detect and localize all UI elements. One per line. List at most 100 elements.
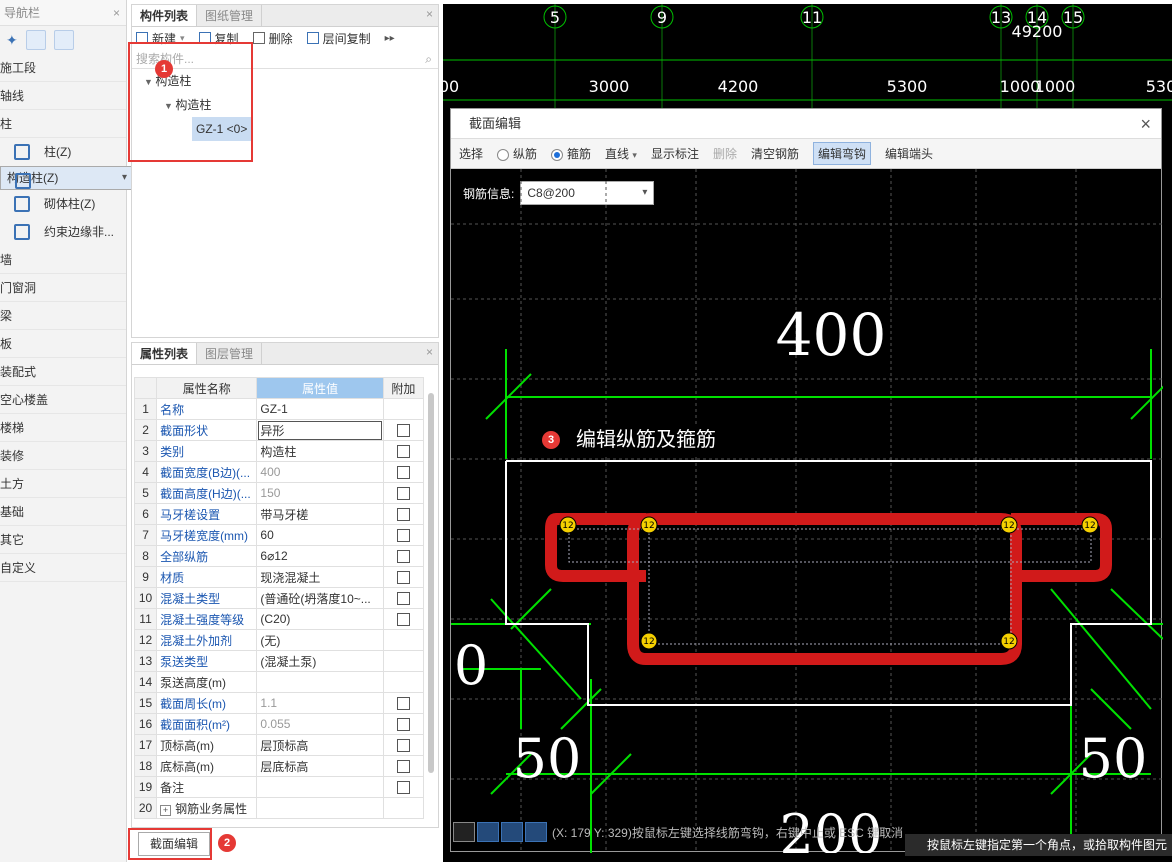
component-panel-close-icon[interactable]: × — [425, 7, 433, 21]
edit-hook-button[interactable]: 编辑弯钩 — [812, 142, 871, 165]
nav-section[interactable]: 楼梯 — [0, 414, 126, 442]
property-value[interactable]: 400 — [256, 461, 384, 483]
nav-section[interactable]: 空心楼盖 — [0, 386, 126, 414]
checkbox[interactable] — [396, 466, 410, 480]
search-icon[interactable]: ⌕ — [425, 52, 432, 66]
checkbox[interactable] — [396, 613, 410, 627]
checkbox[interactable] — [396, 508, 410, 522]
longitudinal-radio[interactable]: 纵筋 — [497, 145, 537, 162]
show-label-button[interactable]: 显示标注 — [650, 147, 699, 161]
property-panel-close-icon[interactable]: × — [425, 345, 433, 359]
floor-copy-button[interactable]: 层间复制 — [306, 30, 371, 47]
nav-section[interactable]: 梁 — [0, 302, 126, 330]
tab-component-list[interactable]: 构件列表 — [132, 5, 198, 26]
view-tool-2-icon[interactable] — [477, 822, 499, 842]
component-search-input[interactable]: 搜索构件... ⌕ — [132, 49, 438, 69]
property-value[interactable]: (混凝土泵) — [256, 650, 384, 672]
property-value[interactable]: 异形 — [256, 419, 384, 441]
property-value[interactable]: 现浇混凝土 — [256, 566, 384, 588]
property-value[interactable]: (C20) — [256, 608, 384, 630]
property-value[interactable]: 150 — [256, 482, 384, 504]
line-dropdown[interactable]: 直线 ▾ — [605, 147, 637, 161]
section-edit-button[interactable]: 截面编辑 — [138, 832, 210, 856]
property-value[interactable] — [256, 797, 384, 819]
property-value[interactable]: 1.1 — [256, 692, 384, 714]
property-value[interactable]: (无) — [256, 629, 384, 651]
tree-item-gz1[interactable]: GZ-1 <0> — [192, 117, 252, 141]
edit-end-button[interactable]: 编辑端头 — [885, 147, 934, 161]
checkbox[interactable] — [396, 781, 410, 795]
property-scrollbar[interactable] — [428, 393, 434, 773]
nav-section[interactable]: 门窗洞 — [0, 274, 126, 302]
nav-section[interactable]: 自定义 — [0, 554, 126, 582]
list-view-icon[interactable] — [25, 30, 46, 50]
pin-icon[interactable]: ✦ — [6, 31, 18, 48]
stirrup-radio[interactable]: 箍筋 — [551, 145, 591, 162]
section-canvas[interactable]: 12 12 12 12 12 12 400 50 50 200 0 — [451, 169, 1163, 853]
checkbox[interactable] — [396, 718, 410, 732]
nav-item[interactable]: 柱(Z) — [0, 138, 126, 166]
property-value[interactable] — [256, 671, 384, 693]
property-value[interactable]: 构造柱 — [256, 440, 384, 462]
nav-section[interactable]: 板 — [0, 330, 126, 358]
nav-section[interactable]: 轴线 — [0, 82, 126, 110]
delete-rebar-button[interactable]: 删除 — [712, 147, 737, 161]
more-icon[interactable]: ▸▸ — [384, 32, 395, 44]
tree-node-level2[interactable]: ▼ 构造柱 — [164, 98, 212, 112]
view-tool-4-icon[interactable] — [525, 822, 547, 842]
checkbox[interactable] — [396, 445, 410, 459]
clear-rebar-button[interactable]: 清空钢筋 — [750, 147, 799, 161]
view-tool-1-icon[interactable] — [453, 822, 475, 842]
property-value[interactable]: 带马牙槎 — [256, 503, 384, 525]
checkbox[interactable] — [396, 424, 410, 438]
select-button[interactable]: 选择 — [459, 147, 484, 161]
nav-close-icon[interactable]: × — [112, 6, 120, 20]
property-value[interactable]: 层底标高 — [256, 755, 384, 777]
tab-layer-management[interactable]: 图层管理 — [197, 343, 263, 364]
nav-section[interactable]: 装修 — [0, 442, 126, 470]
checkbox[interactable] — [396, 697, 410, 711]
property-value[interactable]: 层顶标高 — [256, 734, 384, 756]
nav-item[interactable]: 约束边缘非... — [0, 218, 126, 246]
delete-button[interactable]: 删除 — [252, 30, 293, 47]
property-row[interactable]: 20+钢筋业务属性 — [133, 797, 425, 819]
nav-item[interactable]: 构造柱(Z) — [0, 166, 134, 190]
property-value[interactable]: 6⌀12 — [256, 545, 384, 567]
checkbox[interactable] — [396, 487, 410, 501]
checkbox[interactable] — [396, 529, 410, 543]
nav-section[interactable]: 施工段 — [0, 54, 126, 82]
checkbox[interactable] — [396, 760, 410, 774]
nav-section[interactable]: 柱 — [0, 110, 126, 138]
tab-drawing-management[interactable]: 图纸管理 — [197, 5, 263, 26]
nav-item[interactable]: 砌体柱(Z) — [0, 190, 126, 218]
nav-section[interactable]: 装配式 — [0, 358, 126, 386]
property-value[interactable] — [256, 776, 384, 798]
nav-section[interactable]: 土方 — [0, 470, 126, 498]
tab-property-list[interactable]: 属性列表 — [132, 343, 198, 364]
checkbox[interactable] — [396, 571, 410, 585]
nav-section[interactable]: 基础 — [0, 498, 126, 526]
property-value[interactable]: 60 — [256, 524, 384, 546]
detail-view-icon[interactable] — [53, 30, 74, 50]
checkbox[interactable] — [396, 592, 410, 606]
property-value[interactable]: 0.055 — [256, 713, 384, 735]
view-tool-3-icon[interactable] — [501, 822, 523, 842]
